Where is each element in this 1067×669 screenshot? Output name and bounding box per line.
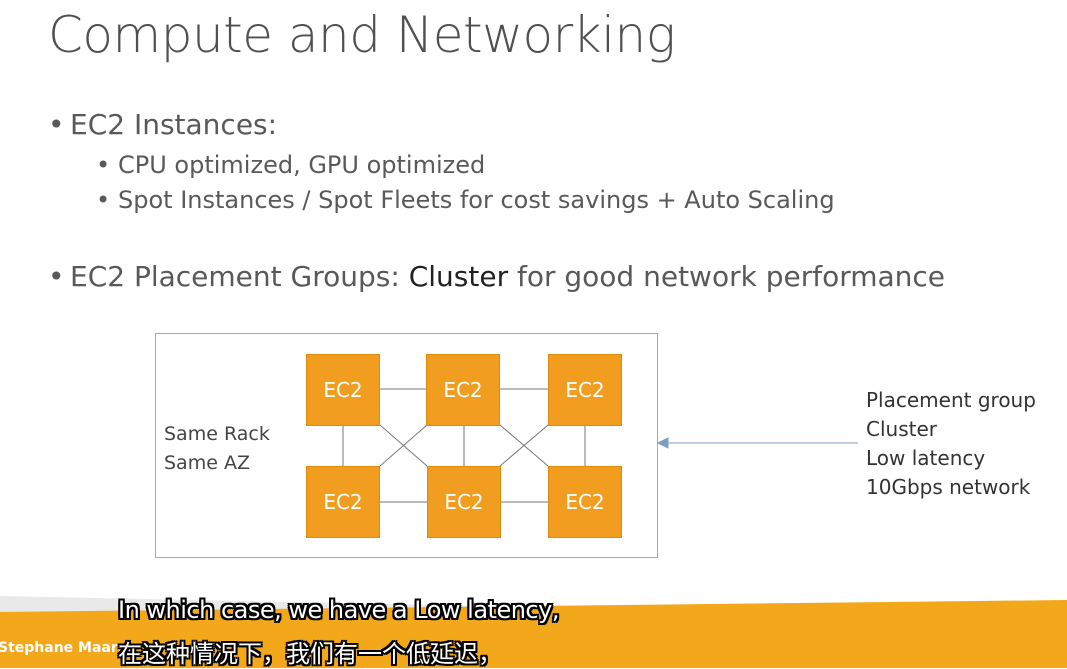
ec2-node: EC2 xyxy=(548,466,622,538)
cluster-keyword: Cluster xyxy=(408,260,509,293)
ec2-node: EC2 xyxy=(548,354,622,426)
cluster-diagram-frame xyxy=(155,333,658,558)
ec2-node: EC2 xyxy=(306,354,380,426)
rack-label: Same Rack Same AZ xyxy=(164,423,270,474)
subbullet-cpu-gpu: •CPU optimized, GPU optimized xyxy=(96,151,486,179)
slide-title: Compute and Networking xyxy=(48,6,676,64)
subtitle-english: In which case, we have a Low latency, xyxy=(118,596,559,624)
bullet-placement-groups: •EC2 Placement Groups: Cluster for good … xyxy=(48,260,946,293)
footer-band xyxy=(0,596,1067,668)
ec2-node: EC2 xyxy=(306,466,380,538)
ec2-node: EC2 xyxy=(426,354,500,426)
bullet-ec2-instances: •EC2 Instances: xyxy=(48,108,278,141)
ec2-node: EC2 xyxy=(427,466,501,538)
subbullet-spot: •Spot Instances / Spot Fleets for cost s… xyxy=(96,186,835,214)
author-name: Stephane Maarek xyxy=(0,640,137,656)
placement-group-label: Placement group Cluster Low latency 10Gb… xyxy=(866,388,1036,499)
subtitle-chinese: 在这种情况下，我们有一个低延迟， xyxy=(118,640,502,668)
